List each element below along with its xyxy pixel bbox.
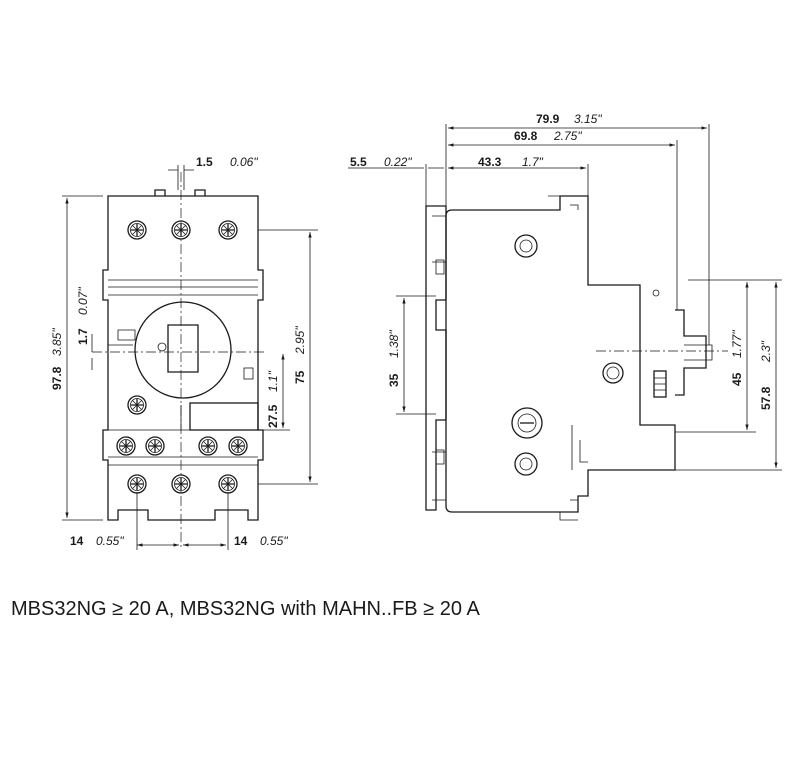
dim-bottom-right-in: 0.55" [260,534,288,548]
terminal-screw-icon [145,436,165,456]
dim-body-mm: 43.3 [478,155,502,169]
dim-side-far-mm: 57.8 [759,386,773,410]
dim-right-mm: 75 [293,370,307,384]
mount-hole-top [514,234,538,258]
rail-clip-details [432,215,446,501]
dim-mid-in: 2.75" [553,129,582,143]
side-far-ext-lines [675,279,782,471]
front-upper-band [108,279,258,296]
side-view: 79.9 3.15" 69.8 2.75" 43.3 1.7" 5.5 0.22… [348,112,782,521]
dim-total-mm: 79.9 [536,112,560,126]
dim-top-in: 0.06" [230,155,258,169]
knob-handle [167,324,199,373]
terminal-screw-icon [127,474,147,494]
dim-bottom-right-mm: 14 [234,534,248,548]
terminal-screw-icon [218,474,238,494]
dim-offset-mm: 5.5 [350,155,367,169]
rotary-knob-icon [134,301,232,399]
adjust-dial-icon [511,407,543,439]
aux-module-box [189,402,259,431]
knob-dot [157,342,167,352]
dim-top-mm: 1.5 [196,155,213,169]
side-handle-tip [684,344,713,361]
side-body-outline [445,195,676,513]
dim-lower-in: 1.1" [266,370,280,392]
figure-caption: MBS32NG ≥ 20 A, MBS32NG with MAHN..FB ≥ … [11,598,480,620]
front-side-latch [108,329,136,346]
mount-hole-bottom-inner [519,457,533,471]
ext-lines-top [177,165,185,190]
clip-slot [435,449,445,465]
ext-lines-height [62,195,103,521]
rail-ext-lines [396,295,436,415]
dim-offset-in: 0.22" [384,155,412,169]
dim-rail-mm: 35 [387,373,401,387]
dim-body-in: 1.7" [522,155,544,169]
adjust-dial-inner [517,413,537,433]
dim-bottom-left-in: 0.55" [96,534,124,548]
dim-height-in: 3.85" [50,328,64,356]
small-knob-inner [606,366,620,380]
side-right-ext-lines [675,279,756,433]
front-body-outline [102,195,264,521]
dim-small-in: 0.07" [76,287,90,315]
adjust-screw-icon [127,395,147,415]
mount-hole-bottom [514,452,538,476]
side-small-hole [652,289,660,297]
ext-lines-bottom [136,492,229,550]
side-top-notch [548,195,579,210]
dim-rail-in: 1.38" [387,330,401,358]
dim-bottom-left-mm: 14 [70,534,84,548]
terminal-screw-icon [127,220,147,240]
dim-side-right-in: 1.77" [730,330,744,358]
dim-total-in: 3.15" [574,112,602,126]
front-view: 97.8 3.85" 1.7 0.07" 1.5 0.06" 75 2.95" … [50,155,318,550]
indicator-window [243,367,254,380]
dim-side-right-mm: 45 [730,372,744,386]
terminal-screw-icon [228,436,248,456]
dim-side-far-in: 2.3" [759,340,773,363]
dim-height-mm: 97.8 [50,366,64,390]
side-handle [675,309,707,396]
front-top-tabs [154,189,206,196]
side-lower-step [571,425,588,470]
small-knob-icon [602,362,624,384]
clip-slot [435,259,445,275]
front-lower-band [108,429,258,466]
mount-hole-top-inner [519,239,533,253]
terminal-screw-icon [198,436,218,456]
dim-right-in: 2.95" [293,326,307,355]
side-indicator-lines [654,377,666,391]
dim-mid-mm: 69.8 [514,129,538,143]
terminal-screw-icon [116,436,136,456]
dim-small-mm: 1.7 [76,328,90,345]
side-bottom-notch [559,499,579,521]
dim-lower-mm: 27.5 [266,404,280,428]
terminal-screw-icon [218,220,238,240]
side-ext-lines [425,124,710,345]
ext-lines-right [258,229,318,485]
